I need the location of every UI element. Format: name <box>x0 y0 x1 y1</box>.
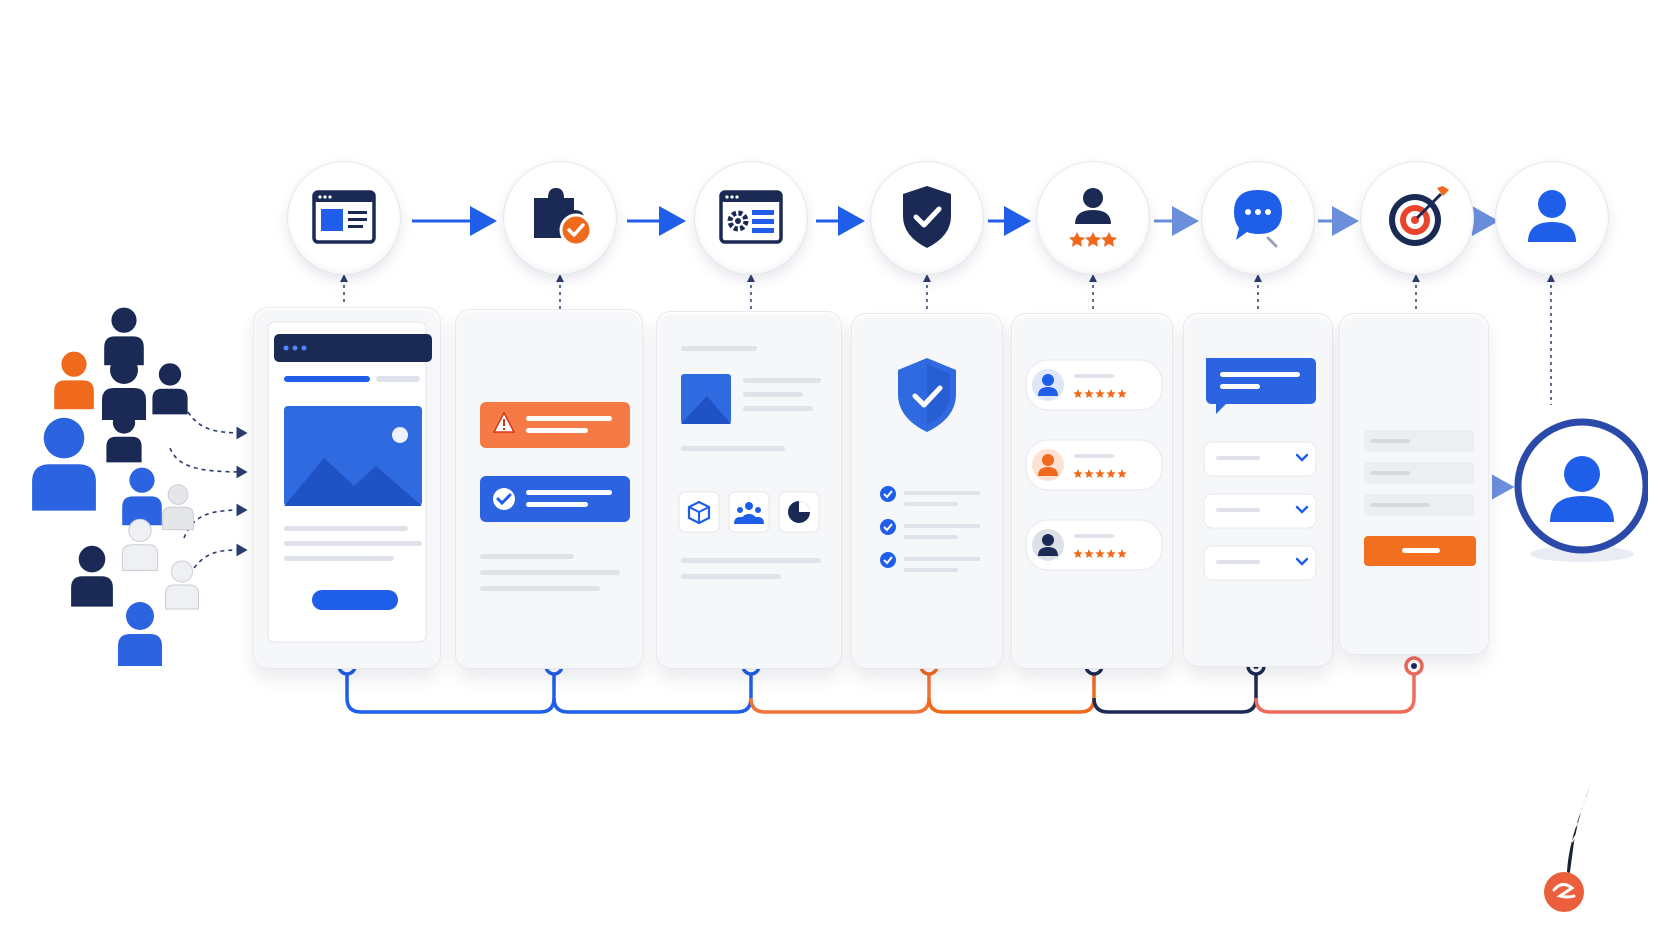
person-icon <box>71 545 113 607</box>
feature-tiles <box>678 491 820 533</box>
faq-dropdown[interactable] <box>1203 441 1317 477</box>
rating-star-icon <box>1084 389 1094 398</box>
rating-star-icon <box>1095 389 1105 398</box>
form-field[interactable] <box>1364 462 1474 484</box>
person-icon <box>104 307 144 366</box>
chevron-down-icon <box>1295 453 1309 462</box>
person-icon <box>32 417 96 511</box>
browser-window-icon <box>312 190 376 244</box>
person-icon <box>122 467 162 526</box>
chat-bubble-icon <box>1234 190 1282 248</box>
card-goal-form <box>1340 314 1488 654</box>
rating-star-icon <box>1106 469 1116 478</box>
cta-button[interactable] <box>312 590 398 610</box>
person-icon <box>106 411 142 463</box>
step-circle-configure <box>695 162 807 274</box>
card-landing-page <box>254 308 440 668</box>
card-configure <box>657 312 841 668</box>
warning-alert <box>480 402 630 448</box>
rating-star-icon <box>1117 549 1127 558</box>
card-trust <box>852 314 1002 668</box>
rating-star-icon <box>1073 549 1083 558</box>
quill-logo <box>1544 786 1590 912</box>
review-item <box>1025 519 1163 571</box>
person-icon <box>102 356 146 420</box>
browser-header-bar <box>274 334 432 362</box>
person-icon <box>118 602 162 666</box>
settings-window-icon <box>719 190 783 244</box>
rating-star-icon <box>1073 389 1083 398</box>
step-circle-reviews <box>1037 162 1149 274</box>
trust-checklist <box>880 486 980 572</box>
review-item <box>1025 439 1163 491</box>
vertical-connectors <box>343 278 1552 405</box>
step-circle-customer <box>1496 162 1608 274</box>
puzzle-check-icon <box>534 188 593 247</box>
step-circle-support <box>1202 162 1314 274</box>
review-item <box>1025 359 1163 411</box>
rating-star-icon <box>1117 469 1127 478</box>
step-circle-goal <box>1361 162 1473 274</box>
user-icon <box>1528 190 1576 242</box>
success-alert <box>480 476 630 522</box>
faq-dropdown[interactable] <box>1203 545 1317 581</box>
rating-star-icon <box>1095 469 1105 478</box>
person-icon <box>54 351 94 410</box>
user-rating-icon <box>1069 188 1117 247</box>
card-fit-check <box>456 310 642 668</box>
person-icon <box>165 560 199 610</box>
person-icon <box>162 484 194 531</box>
final-customer <box>1514 418 1648 562</box>
card-support <box>1184 314 1332 666</box>
crowd-arrows <box>169 411 248 569</box>
rating-star-icon <box>1084 549 1094 558</box>
rating-star-icon <box>1095 549 1105 558</box>
chevron-down-icon <box>1295 505 1309 514</box>
chevron-down-icon <box>1295 557 1309 566</box>
person-icon <box>121 518 159 571</box>
step-circle-fit <box>504 162 616 274</box>
rating-star-icon <box>1073 469 1083 478</box>
shield-check-icon <box>903 186 951 248</box>
rating-star-icon <box>1084 469 1094 478</box>
rating-star-icon <box>1106 389 1116 398</box>
journey-timeline <box>345 668 1416 714</box>
faq-dropdown[interactable] <box>1203 493 1317 529</box>
step-circle-trust <box>871 162 983 274</box>
card-reviews <box>1012 314 1172 668</box>
target-icon <box>1389 186 1449 246</box>
crowd-of-visitors <box>32 307 199 666</box>
rating-star-icon <box>1117 389 1127 398</box>
rating-star-icon <box>1106 549 1116 558</box>
step-circle-landing <box>288 162 400 274</box>
person-icon <box>152 363 188 415</box>
form-field[interactable] <box>1364 430 1474 452</box>
